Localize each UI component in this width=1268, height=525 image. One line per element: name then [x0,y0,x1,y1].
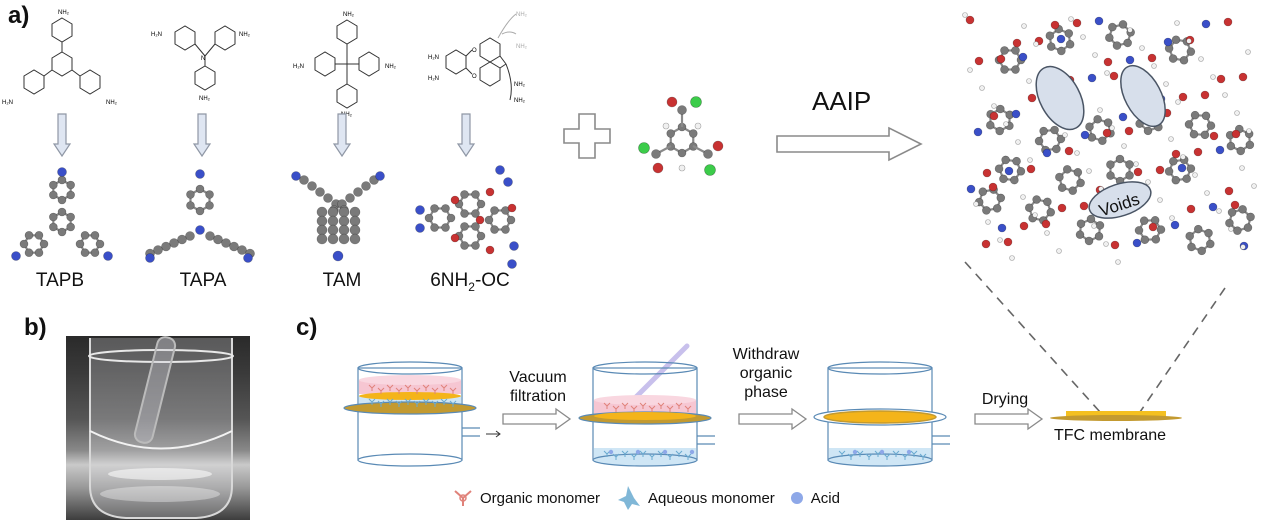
acid-particle [663,450,667,454]
acid-particle [880,450,884,454]
acid-particle [690,450,694,454]
step-label-line: Vacuum [498,368,578,387]
filtration-vessel-3 [810,340,980,470]
beaker-illustration [66,336,250,520]
step-arrow-icon [502,408,572,430]
step-arrow-icon [974,408,1044,430]
step-arrow-icon [738,408,808,430]
step-label-line: Withdraw [730,345,802,364]
legend-label-acid: Acid [811,490,840,507]
organic-monomer-icon [452,488,474,508]
legend-label-organic-monomer: Organic monomer [480,490,600,507]
legend-label-aqueous-monomer: Aqueous monomer [648,490,775,507]
step-label-vacuum-filtration: Vacuum filtration [498,368,578,406]
step-label-drying: Drying [970,390,1040,409]
filtration-vessel-1 [340,360,510,470]
step-label-line: organic [730,364,802,383]
acid-particle [853,450,857,454]
acid-particle [907,450,911,454]
step-label-withdraw-organic-phase: Withdraw organic phase [730,345,802,402]
legend: Organic monomer Aqueous monomer Acid [452,484,840,512]
aqueous-monomer-icon [616,484,642,512]
tfc-membrane-icon [1048,408,1188,424]
acid-particle [609,450,613,454]
step-label-line: phase [730,383,802,402]
beaker-photo [66,336,250,520]
tfc-membrane-label: TFC membrane [1054,427,1166,445]
panel-b-label: b) [24,314,47,342]
step-label-line: filtration [498,387,578,406]
dashed-line [1140,288,1225,412]
panel-c-label: c) [296,314,317,342]
filtration-vessel-2 [575,340,745,470]
acid-icon [789,490,805,506]
acid-particle [636,450,640,454]
